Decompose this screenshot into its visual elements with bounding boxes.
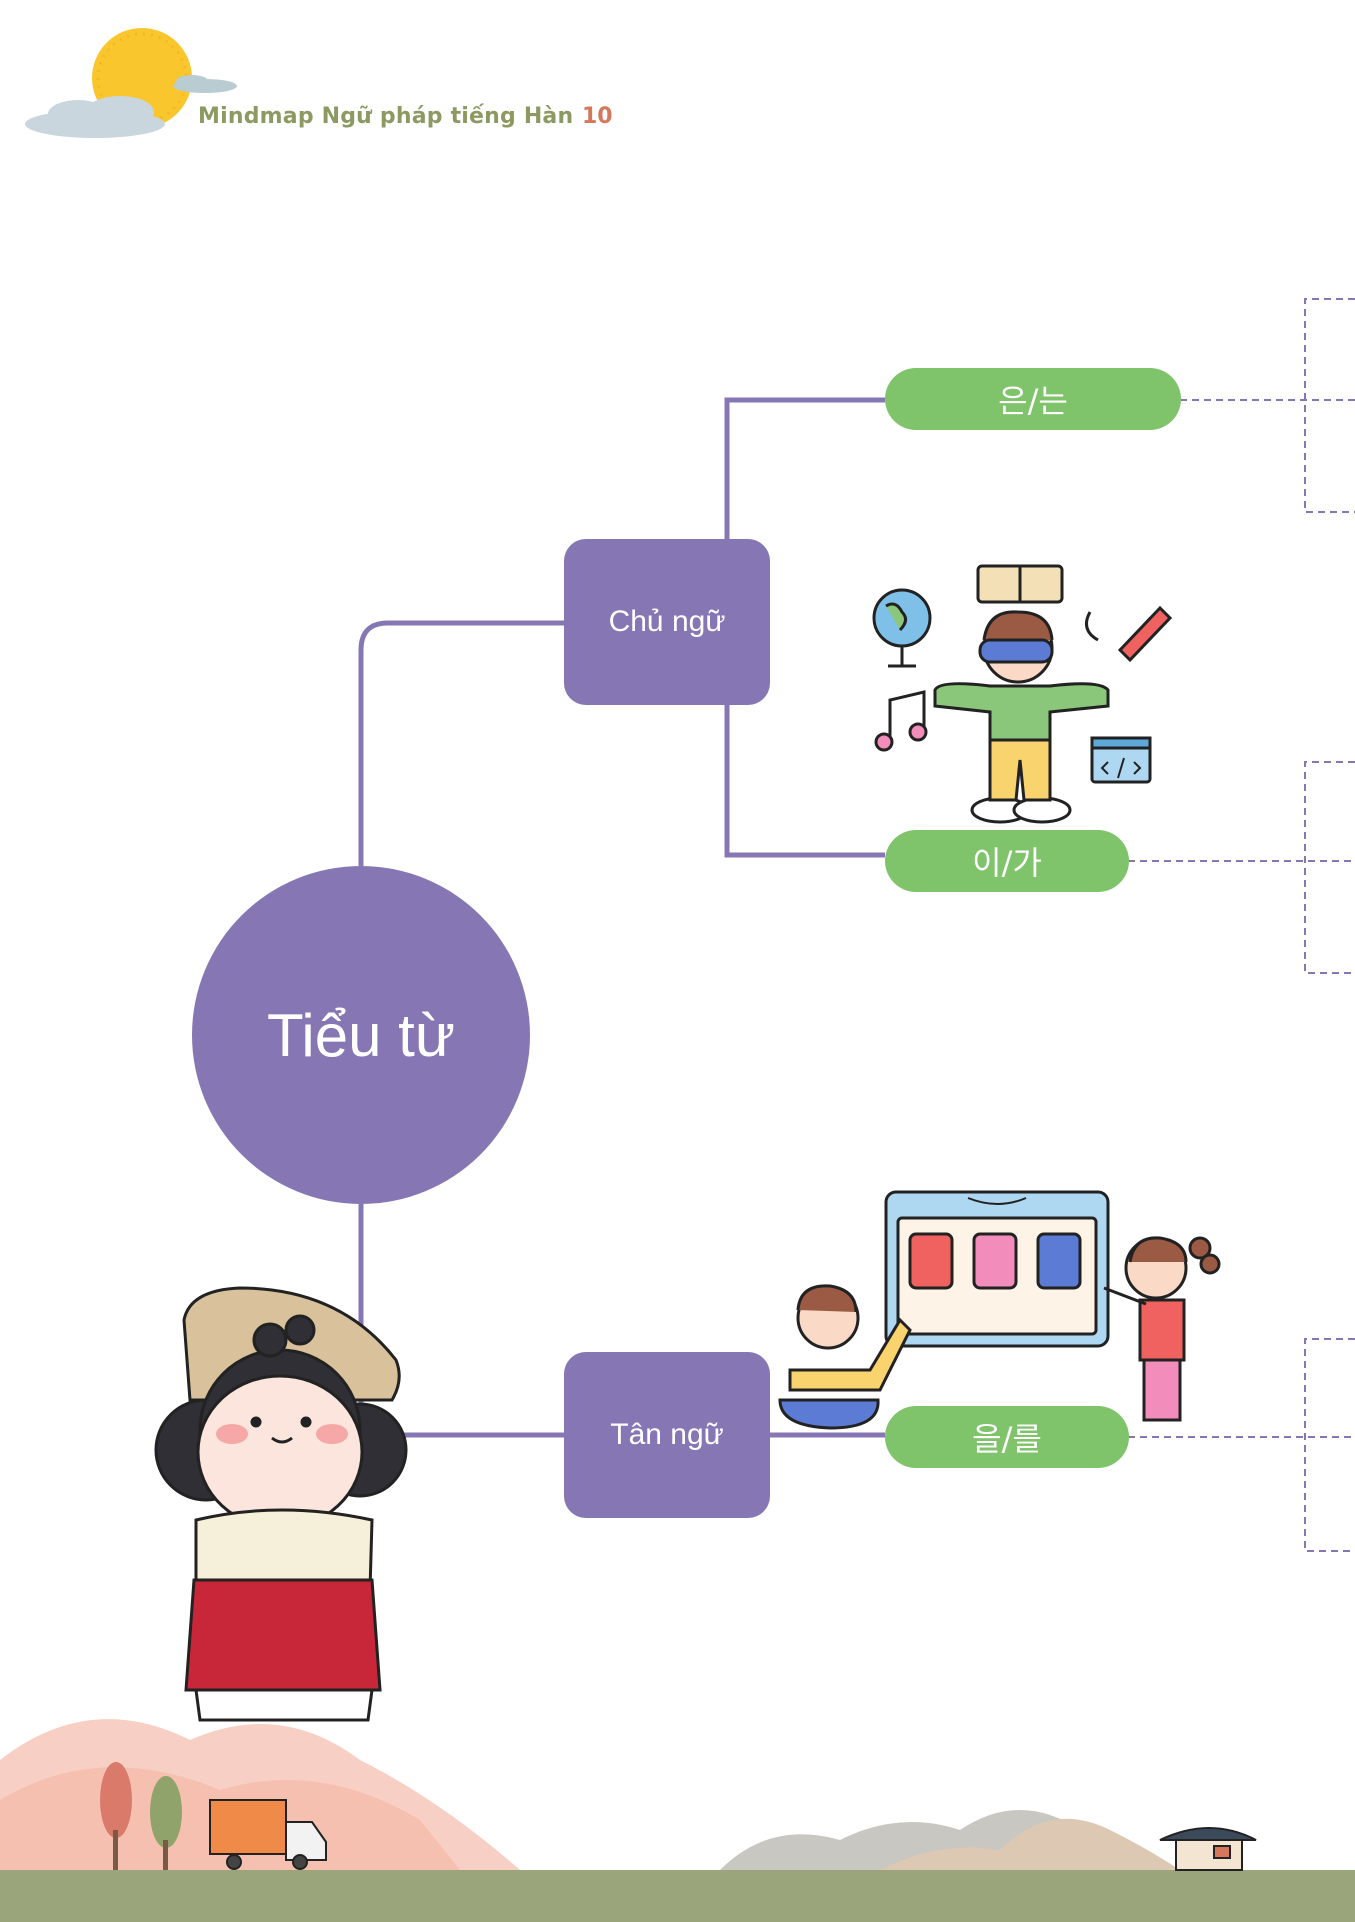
children-tablet-illustration (778, 1190, 1221, 1430)
student-vr-illustration (872, 564, 1173, 824)
center-node-label: Tiểu từ (267, 1001, 455, 1069)
particle-node-eul-reul: 을/를 (885, 1406, 1129, 1468)
page-number: 10 (582, 104, 613, 129)
code-icon (1090, 736, 1152, 784)
particle-node-i-ga: 이/가 (885, 830, 1129, 892)
particle-label: 은/는 (998, 382, 1068, 420)
branch-node-label: Chủ ngữ (608, 605, 726, 638)
music-note-icon (874, 690, 928, 752)
hanbok-girl-illustration (154, 1286, 408, 1722)
branch-node-subject: Chủ ngữ (564, 539, 770, 705)
cloud-icon (25, 75, 237, 138)
branch-node-label: Tân ngữ (610, 1418, 724, 1451)
globe-icon (872, 588, 932, 668)
book-icon (976, 564, 1064, 604)
pencil-icon (1084, 605, 1173, 663)
particle-node-eun-neun: 은/는 (885, 368, 1181, 430)
hills-illustration (0, 1719, 1355, 1922)
center-node: Tiểu từ (192, 866, 530, 1204)
tree-icon (100, 1762, 182, 1870)
particle-label: 을/를 (972, 1420, 1042, 1458)
page-title: Mindmap Ngữ pháp tiếng Hàn (198, 104, 574, 129)
particle-label: 이/가 (972, 844, 1042, 882)
truck-icon (209, 1799, 327, 1870)
branch-node-object: Tân ngữ (564, 1352, 770, 1518)
hanok-house-icon (1159, 1827, 1257, 1871)
dashed-brackets (1128, 298, 1355, 1552)
